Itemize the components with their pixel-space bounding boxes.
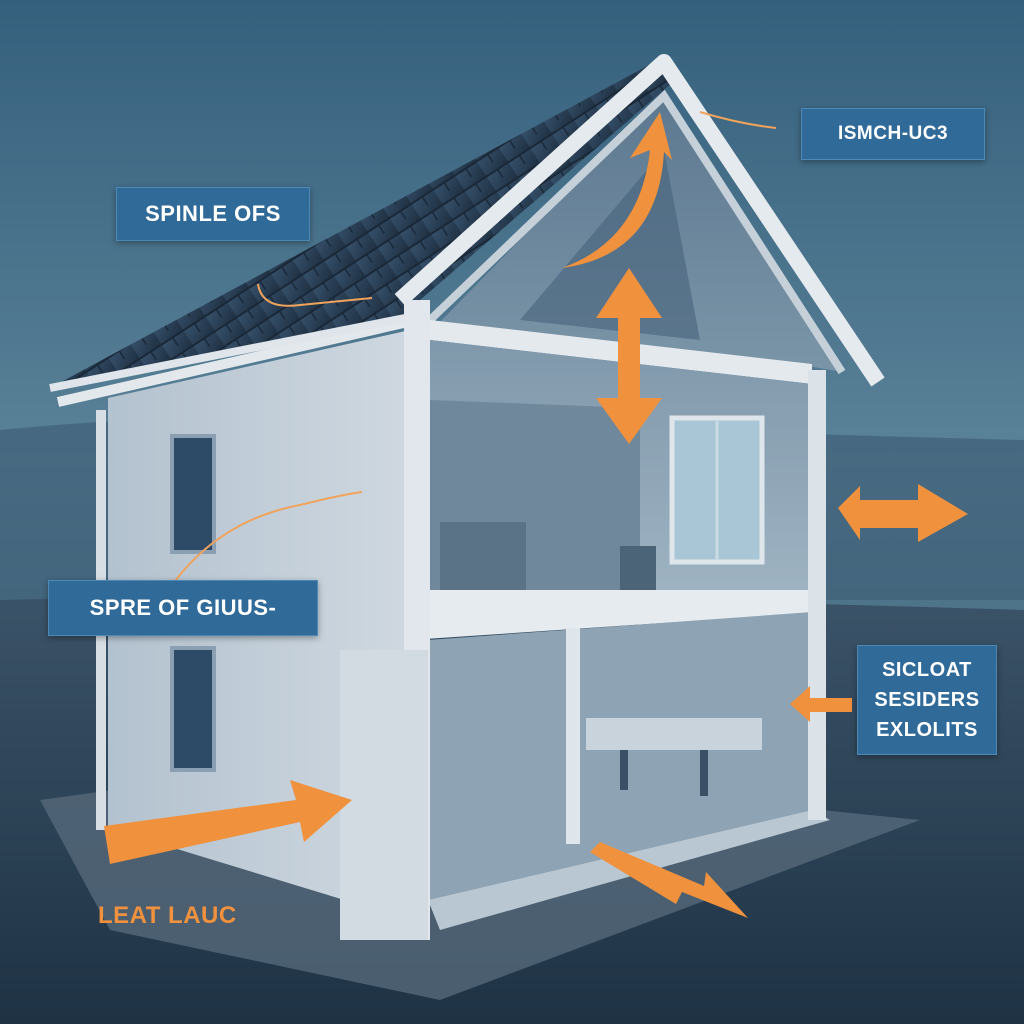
lower-table-leg (700, 750, 708, 796)
label-wall: SPRE OF GIUUS- (48, 580, 318, 636)
label-right-line-3: EXLOLITS (876, 719, 978, 741)
orange-arrow-icon (104, 112, 968, 918)
label-right-line-1: SICLOAT (882, 659, 972, 681)
leader-line-wall (171, 491, 363, 586)
gable-trim (394, 54, 885, 387)
label-right: SICLOAT SESIDERS EXLOLITS (857, 645, 997, 755)
mid-floor-slab (410, 590, 826, 640)
label-top-right-text: ISMCH-UC3 (837, 123, 949, 144)
leader-line-roof (257, 283, 373, 307)
upper-furniture (440, 522, 526, 592)
leader-line-top (699, 111, 777, 129)
lower-partition (566, 628, 580, 844)
label-right-line-2: SESIDERS (874, 689, 980, 711)
label-top-right: ISMCH-UC3 (801, 108, 985, 160)
attic-curved-arrow (562, 112, 672, 268)
gable-trim-inner (427, 89, 846, 375)
side-window-lower (170, 646, 216, 772)
lower-shelf (586, 718, 762, 750)
label-bottom-left-text: LEAT LAUC (98, 902, 237, 929)
label-bottom-left: LEAT LAUC (98, 896, 278, 936)
lower-left-big-arrow (104, 780, 352, 864)
roof-edge (49, 314, 406, 392)
label-wall-text: SPRE OF GIUUS- (89, 595, 277, 620)
gutter (56, 317, 410, 407)
label-roof: SPINLE OFS (116, 187, 310, 241)
side-window-upper (170, 434, 216, 554)
floor-arrow (590, 842, 748, 918)
right-double-arrow (838, 484, 968, 542)
front-pillar (340, 650, 428, 940)
lower-right-arrow (790, 686, 852, 722)
ceiling-double-arrow (596, 268, 662, 444)
lower-table (620, 750, 628, 790)
upper-chair (620, 546, 656, 592)
label-roof-text: SPINLE OFS (145, 201, 281, 226)
right-corner-post (808, 370, 826, 820)
roof (50, 58, 680, 388)
